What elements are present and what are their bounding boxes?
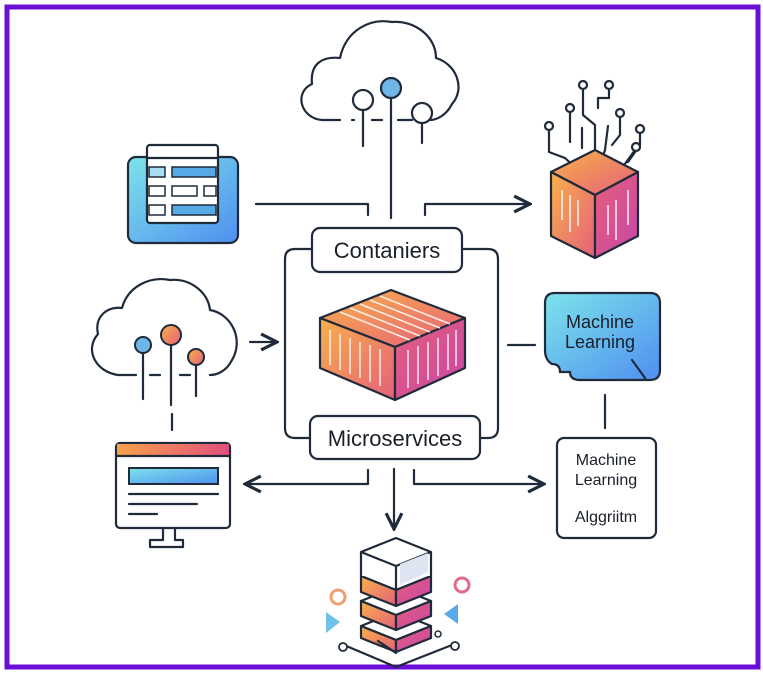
ml-algo-line2: Learning: [575, 472, 637, 489]
ml-box-line2: Learning: [565, 332, 635, 352]
cube-icon: [543, 79, 646, 260]
connector-cube: [423, 204, 530, 217]
frame-border: [4, 4, 761, 670]
microservices-label: Microservices: [328, 426, 462, 451]
container-frame: [283, 247, 500, 440]
cloud-icon: [300, 20, 460, 220]
containers-label: Contaniers: [334, 238, 440, 263]
ml-algorithm-box: Machine Learning Alggriitm: [555, 436, 658, 540]
microservices-label-box: Microservices: [308, 414, 482, 461]
ml-algo-line3: Alggriitm: [575, 509, 637, 526]
monitor-icon: [114, 441, 232, 549]
server-stack-icon: [326, 536, 471, 669]
connector-monitor: [245, 468, 370, 484]
connector-doc: [254, 202, 370, 217]
containers-label-box: Contaniers: [310, 226, 464, 274]
cloud-network-icon: [90, 278, 238, 432]
machine-learning-box: Machine Learning: [543, 291, 662, 382]
container-icon: [318, 288, 467, 402]
connector-algo: [412, 468, 544, 484]
document-icon: [126, 143, 240, 245]
ml-algo-line1: Machine: [576, 452, 637, 469]
ml-box-line1: Machine: [566, 312, 634, 332]
